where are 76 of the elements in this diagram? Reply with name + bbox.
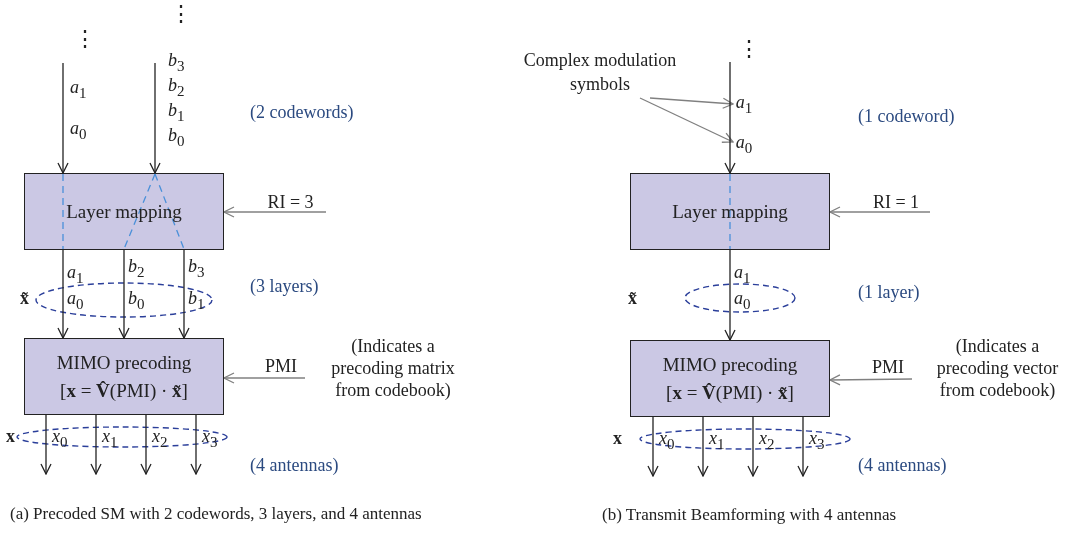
ellipsis: ⋮ — [74, 28, 96, 50]
count-label: (4 antennas) — [858, 455, 947, 476]
arrow — [697, 416, 709, 477]
symbol-label: a$_{1}$ — [70, 77, 87, 102]
ellipsis: ⋮ — [170, 3, 192, 25]
arrow — [829, 206, 931, 218]
symbol-label: a$_{0}$ — [70, 118, 87, 143]
arrow — [57, 249, 69, 339]
process-box — [24, 338, 224, 415]
process-box — [630, 173, 830, 250]
arrow — [118, 249, 130, 339]
symbol-label: a$_{1}$ — [67, 262, 84, 287]
symbol-label: b$_{3}$ — [168, 50, 185, 75]
arrow — [190, 414, 202, 475]
symbol-label: x$_{3}$ — [809, 428, 825, 453]
input-label: RI = 1 — [862, 192, 930, 213]
symbol-label: a$_{0}$ — [67, 288, 84, 313]
figure-caption: (a) Precoded SM with 2 codewords, 3 layers, and 4 antennas — [10, 503, 423, 525]
leader-line — [649, 97, 734, 109]
vector-label: x̃ — [20, 288, 29, 309]
box-text: [x = V̂(PMI) · x̃] — [60, 379, 188, 402]
process-box — [24, 173, 224, 250]
symbol-label: x$_{3}$ — [202, 426, 218, 451]
vector-label: x̃ — [628, 288, 637, 309]
arrow — [40, 414, 52, 475]
count-label: (1 codeword) — [858, 106, 955, 127]
arrow — [140, 414, 152, 475]
vector-label: x — [613, 428, 622, 449]
arrow — [90, 414, 102, 475]
arrow — [747, 416, 759, 477]
symbol-label: b$_{2}$ — [128, 256, 145, 281]
note-text: (Indicates a precoding matrix from codebook) — [330, 335, 456, 401]
symbol-label: x$_{1}$ — [709, 428, 725, 453]
symbol-label: a$_{0}$ — [734, 288, 751, 313]
symbol-label: x$_{1}$ — [102, 426, 118, 451]
count-label: (2 codewords) — [250, 102, 354, 123]
symbol-label: b$_{1}$ — [188, 288, 205, 313]
arrow — [223, 372, 306, 384]
leader-line — [639, 97, 734, 143]
symbol-label: x$_{0}$ — [659, 428, 675, 453]
arrow — [178, 249, 190, 339]
figure-caption: (b) Transmit Beamforming with 4 antennas — [602, 505, 897, 525]
note-text: (Indicates a precoding vector from codebook) — [935, 335, 1060, 401]
arrow — [149, 62, 161, 174]
box-text: Layer mapping — [672, 200, 788, 223]
arrow — [724, 61, 736, 174]
process-box — [630, 340, 830, 417]
count-label: (3 layers) — [250, 276, 319, 297]
symbol-label: b$_{2}$ — [168, 75, 185, 100]
symbol-label: a$_{0}$ — [733, 132, 755, 156]
symbol-label: x$_{2}$ — [152, 426, 168, 451]
input-label: PMI — [864, 357, 912, 379]
arrow — [223, 206, 327, 218]
box-text: Layer mapping — [66, 200, 182, 223]
symbol-label: b$_{0}$ — [128, 288, 145, 313]
count-label: (4 antennas) — [250, 455, 339, 476]
box-text: MIMO precoding — [662, 353, 798, 376]
arrow — [829, 374, 913, 386]
box-text: [x = V̂(PMI) · x̃] — [666, 381, 794, 404]
count-label: (1 layer) — [858, 282, 920, 303]
arrow — [797, 416, 809, 477]
vector-label: x — [6, 426, 15, 447]
symbol-label: b$_{3}$ — [188, 256, 205, 281]
box-text: MIMO precoding — [56, 351, 192, 374]
symbol-label: a$_{1}$ — [733, 92, 755, 116]
arrow — [724, 249, 736, 341]
symbol-label: b$_{0}$ — [168, 125, 185, 150]
symbol-label: b$_{1}$ — [168, 100, 185, 125]
symbol-label: a$_{1}$ — [734, 262, 751, 287]
input-label: RI = 3 — [255, 192, 326, 213]
annotation-text: Complex modulation symbols — [505, 48, 695, 98]
arrow — [57, 62, 69, 174]
symbol-label: x$_{2}$ — [759, 428, 775, 453]
input-label: PMI — [257, 356, 305, 378]
ellipsis: ⋮ — [738, 38, 760, 60]
arrow — [647, 416, 659, 477]
